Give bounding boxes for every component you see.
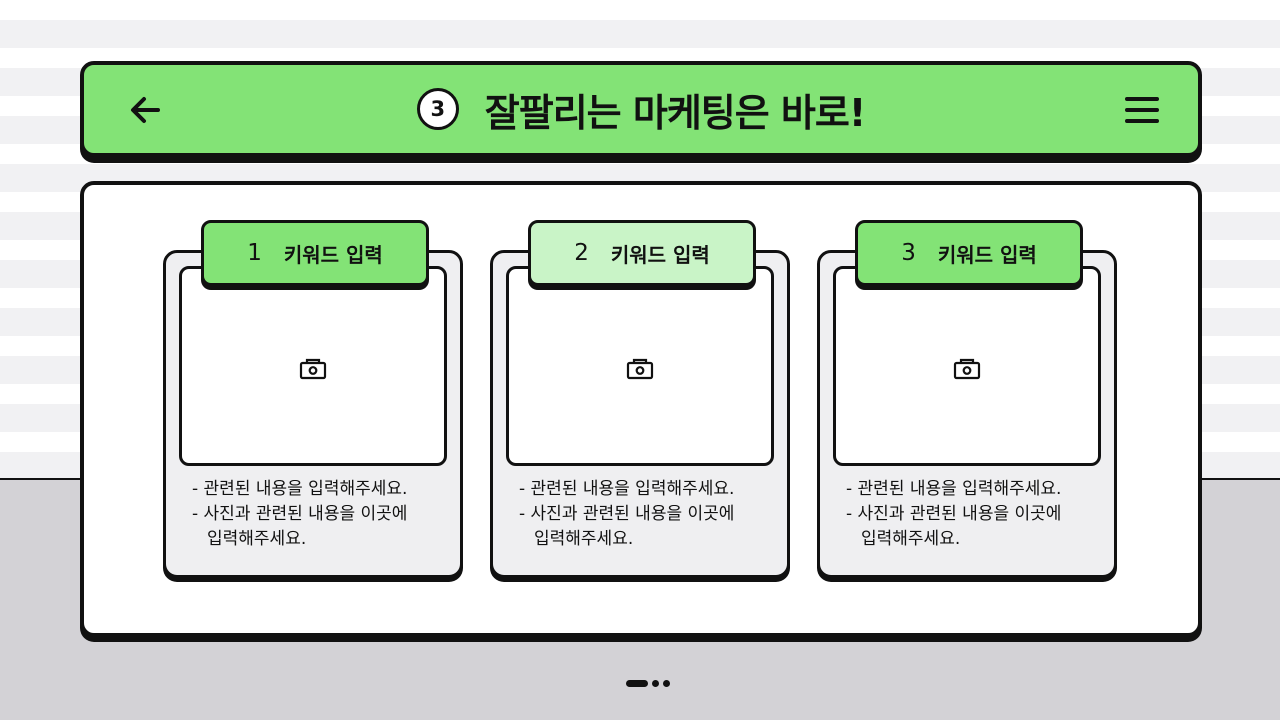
content-panel: 1 키워드 입력 - 관련된 내용을 입력해주세요. - 사진과 관련된 내용을… [80,181,1202,637]
keyword-tab-1[interactable]: 1 키워드 입력 [201,220,429,286]
pager-dot[interactable] [652,679,659,687]
step-number-badge: 3 [416,88,459,130]
arrow-left-icon[interactable] [128,95,164,125]
card-description: - 관련된 내용을 입력해주세요. - 사진과 관련된 내용을 이곳에 입력해주… [519,477,781,552]
pager-current-dot[interactable] [626,679,648,687]
desc-line: - 사진과 관련된 내용을 이곳에 [846,504,1062,524]
title-group: 3 잘팔리는 마케팅은 바로! [84,65,1198,153]
header-bar: 3 잘팔리는 마케팅은 바로! [80,61,1202,157]
desc-line: - 사진과 관련된 내용을 이곳에 [519,504,735,524]
photo-placeholder-3[interactable] [833,266,1101,466]
keyword-card-3: 3 키워드 입력 - 관련된 내용을 입력해주세요. - 사진과 관련된 내용을… [817,220,1117,578]
card-description: - 관련된 내용을 입력해주세요. - 사진과 관련된 내용을 이곳에 입력해주… [192,477,454,552]
keyword-tab-2[interactable]: 2 키워드 입력 [528,220,756,286]
desc-line: 입력해주세요. [534,529,634,549]
desc-line: - 사진과 관련된 내용을 이곳에 [192,504,408,524]
keyword-tab-3[interactable]: 3 키워드 입력 [855,220,1083,286]
tab-number: 1 [247,240,262,266]
camera-icon [299,358,327,380]
desc-line: - 관련된 내용을 입력해주세요. [519,479,735,499]
tab-label: 키워드 입력 [610,242,710,267]
tab-label: 키워드 입력 [283,242,383,267]
photo-placeholder-2[interactable] [506,266,774,466]
page-indicator[interactable] [626,679,670,687]
page-title: 잘팔리는 마케팅은 바로! [484,90,866,135]
tab-label: 키워드 입력 [937,242,1037,267]
card-description: - 관련된 내용을 입력해주세요. - 사진과 관련된 내용을 이곳에 입력해주… [846,477,1108,552]
pager-dot[interactable] [663,679,670,687]
hamburger-menu-icon[interactable] [1124,95,1160,125]
desc-line: - 관련된 내용을 입력해주세요. [192,479,408,499]
desc-line: - 관련된 내용을 입력해주세요. [846,479,1062,499]
tab-number: 3 [901,240,916,266]
keyword-card-2: 2 키워드 입력 - 관련된 내용을 입력해주세요. - 사진과 관련된 내용을… [490,220,790,578]
desc-line: 입력해주세요. [861,529,961,549]
camera-icon [626,358,654,380]
tab-number: 2 [574,240,589,266]
photo-placeholder-1[interactable] [179,266,447,466]
camera-icon [953,358,981,380]
desc-line: 입력해주세요. [207,529,307,549]
keyword-card-1: 1 키워드 입력 - 관련된 내용을 입력해주세요. - 사진과 관련된 내용을… [163,220,463,578]
